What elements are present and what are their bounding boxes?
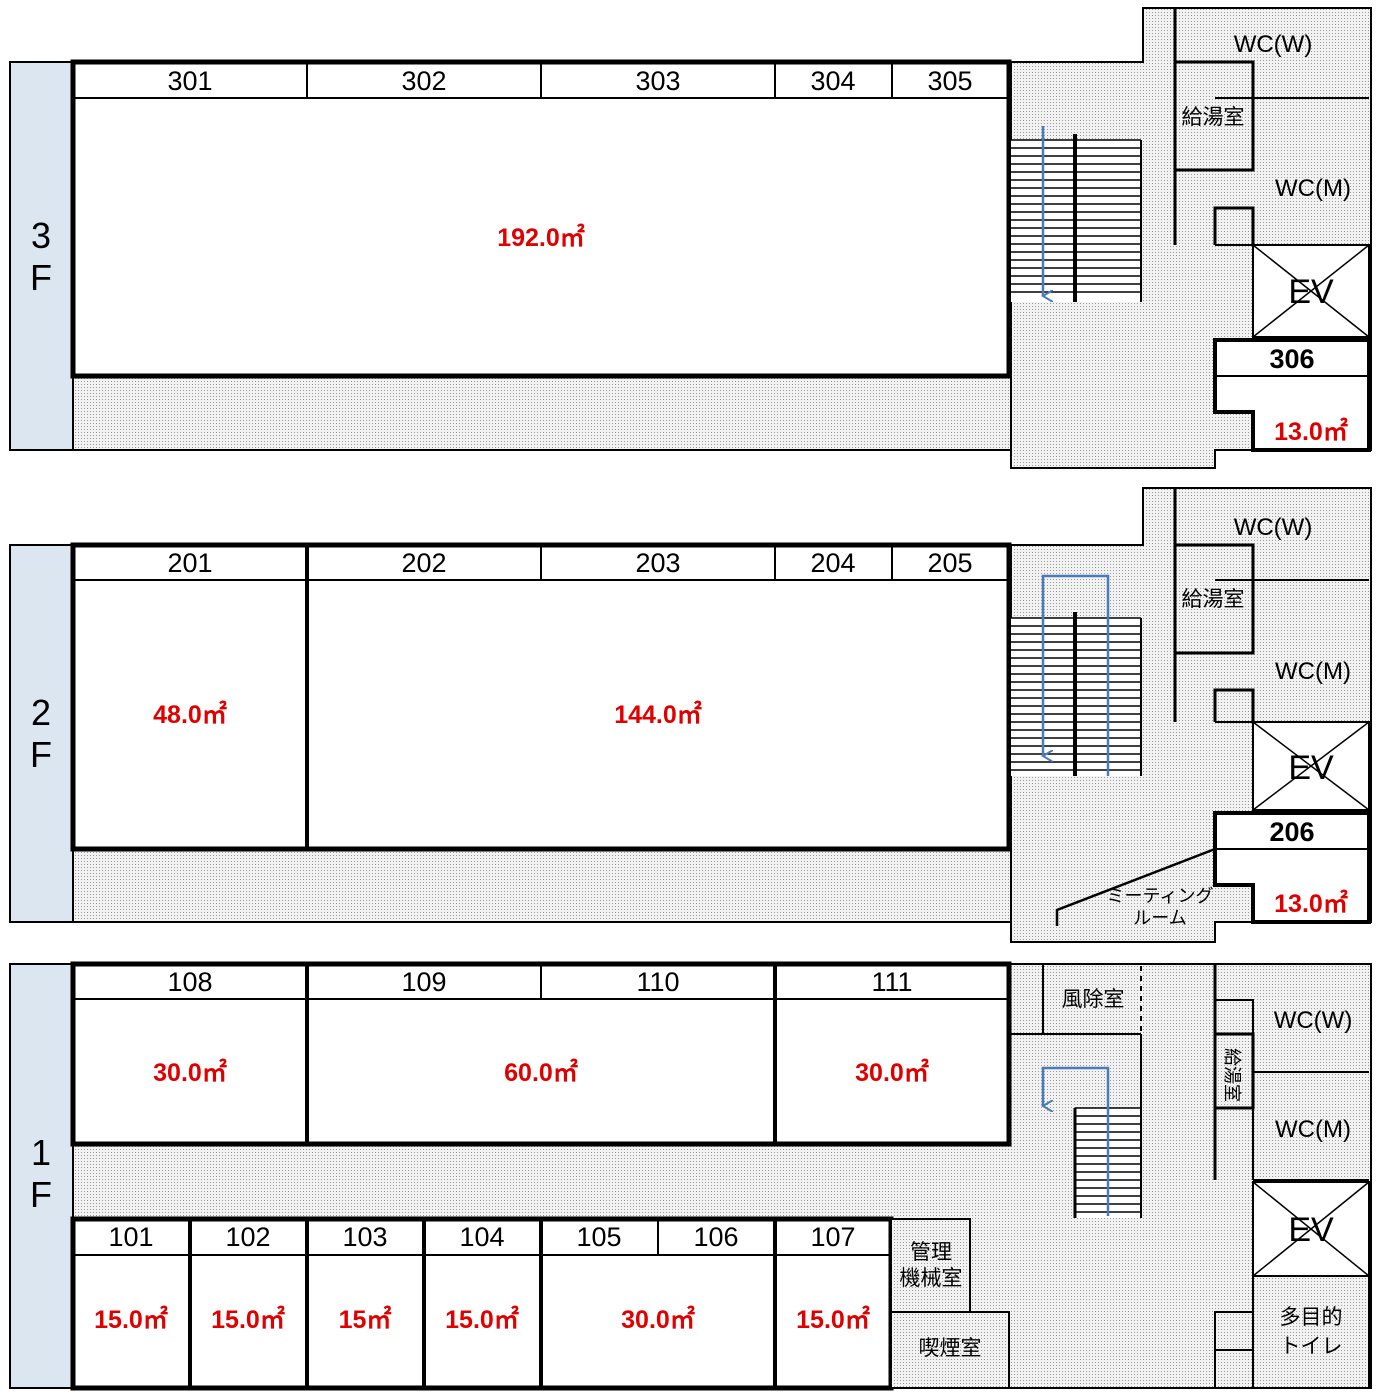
stair-arrow-2f [1043, 574, 1110, 776]
room-101-number: 101 [108, 1222, 153, 1252]
floor-2: 2 F 201 202 203 204 205 48.0㎡ 144.0㎡ [9, 487, 1372, 943]
room-108-area: 30.0㎡ [153, 1058, 227, 1087]
mgmt-smoking-block [890, 1218, 1010, 1389]
kitchen-2f [1173, 543, 1255, 655]
room-103-area: 15㎡ [339, 1305, 392, 1334]
room-3f-area: 192.0㎡ [497, 223, 585, 252]
room-206: 206 13.0㎡ [1213, 811, 1371, 924]
room-105-106-area: 30.0㎡ [621, 1305, 695, 1334]
room-block-2f [70, 542, 1012, 852]
ev-3f-label: EV [1288, 273, 1334, 311]
floor-label-1f-f: F [30, 1174, 52, 1215]
stair-arrow-1f [1043, 1066, 1110, 1216]
wc-m-3f-label: WC(M) [1275, 175, 1351, 202]
wc-m-2f-label: WC(M) [1275, 658, 1351, 685]
floor-1: 1 F 108 109 110 111 30.0㎡ 60.0㎡ 30.0㎡ 10… [9, 961, 1372, 1391]
elevator-2f: EV [1252, 721, 1370, 811]
room-202-205-area: 144.0㎡ [614, 700, 702, 729]
corridor-2f [73, 850, 1011, 922]
floor-3: 3 F 301 302 303 304 305 192.0㎡ [9, 7, 1372, 469]
floor-label-2f-num: 2 [31, 692, 51, 733]
kitchen-1f-label: 給湯室 [1222, 1048, 1242, 1102]
room-303-number: 303 [635, 66, 680, 96]
room-101-area: 15.0㎡ [94, 1305, 168, 1334]
ev-2f-label: EV [1288, 749, 1334, 787]
wc-w-3f-label: WC(W) [1234, 31, 1313, 58]
stairs-2f [1011, 574, 1142, 776]
floor-label-2f-f: F [30, 734, 52, 775]
room-204-number: 204 [810, 548, 855, 578]
multi-toilet-label-2: トイレ [1280, 1335, 1343, 1358]
wind-room-label: 風除室 [1062, 988, 1125, 1011]
room-106-number: 106 [693, 1222, 738, 1252]
multi-toilet-label-1: 多目的 [1280, 1306, 1343, 1329]
room-201-area: 48.0㎡ [153, 700, 227, 729]
mgmt-room-label-2: 機械室 [900, 1267, 963, 1290]
south-rooms-1f [70, 1216, 894, 1391]
meeting-room-label-1: ミーティング [1107, 886, 1214, 906]
floor-label-3f [9, 61, 74, 451]
floor-label-3f-num: 3 [31, 215, 51, 256]
room-306-number: 306 [1269, 344, 1314, 374]
room-104-area: 15.0㎡ [445, 1305, 519, 1334]
elevator-3f: EV [1252, 244, 1370, 338]
room-302-number: 302 [401, 66, 446, 96]
kitchen-3f [1173, 60, 1255, 172]
room-109-110-area: 60.0㎡ [504, 1058, 578, 1087]
elevator-1f: EV [1252, 1181, 1370, 1277]
room-block-3f [70, 59, 1012, 379]
room-103-number: 103 [342, 1222, 387, 1252]
meeting-room-label-2: ルーム [1133, 908, 1186, 928]
floor-label-3f-f: F [30, 257, 52, 298]
multipurpose-toilet: 多目的 トイレ [1214, 1275, 1370, 1389]
room-111-number: 111 [871, 967, 912, 997]
kitchen-3f-label: 給湯室 [1182, 106, 1245, 129]
room-102-number: 102 [225, 1222, 270, 1252]
wc-w-1f-label: WC(W) [1274, 1007, 1353, 1034]
corridor-3f [73, 376, 1011, 450]
room-206-area: 13.0㎡ [1274, 889, 1348, 918]
room-111-area: 30.0㎡ [855, 1058, 929, 1087]
wc-w-2f-label: WC(W) [1234, 514, 1313, 541]
smoking-room-label: 喫煙室 [919, 1337, 982, 1360]
stairs-1f [1043, 1034, 1142, 1218]
floor-label-1f-num: 1 [31, 1132, 51, 1173]
room-205-number: 205 [927, 548, 972, 578]
room-203-number: 203 [635, 548, 680, 578]
room-108-number: 108 [167, 967, 212, 997]
room-305-number: 305 [927, 66, 972, 96]
room-306: 306 13.0㎡ [1213, 338, 1371, 452]
room-109-number: 109 [401, 967, 446, 997]
room-304-number: 304 [810, 66, 855, 96]
meeting-room-2f: ミーティング ルーム [1055, 847, 1216, 928]
room-107-number: 107 [810, 1222, 855, 1252]
room-110-number: 110 [636, 967, 679, 997]
room-202-number: 202 [401, 548, 446, 578]
ev-1f-label: EV [1288, 1211, 1334, 1249]
room-105-number: 105 [576, 1222, 621, 1252]
kitchen-2f-label: 給湯室 [1182, 588, 1245, 611]
room-301-number: 301 [167, 66, 212, 96]
room-206-number: 206 [1269, 817, 1314, 847]
mgmt-room-label-1: 管理 [910, 1241, 952, 1264]
room-201-number: 201 [167, 548, 212, 578]
wc-m-1f-label: WC(M) [1275, 1116, 1351, 1143]
stairs-3f [1011, 126, 1142, 302]
room-306-area: 13.0㎡ [1274, 417, 1348, 446]
room-102-area: 15.0㎡ [211, 1305, 285, 1334]
room-107-area: 15.0㎡ [796, 1305, 870, 1334]
room-104-number: 104 [459, 1222, 504, 1252]
